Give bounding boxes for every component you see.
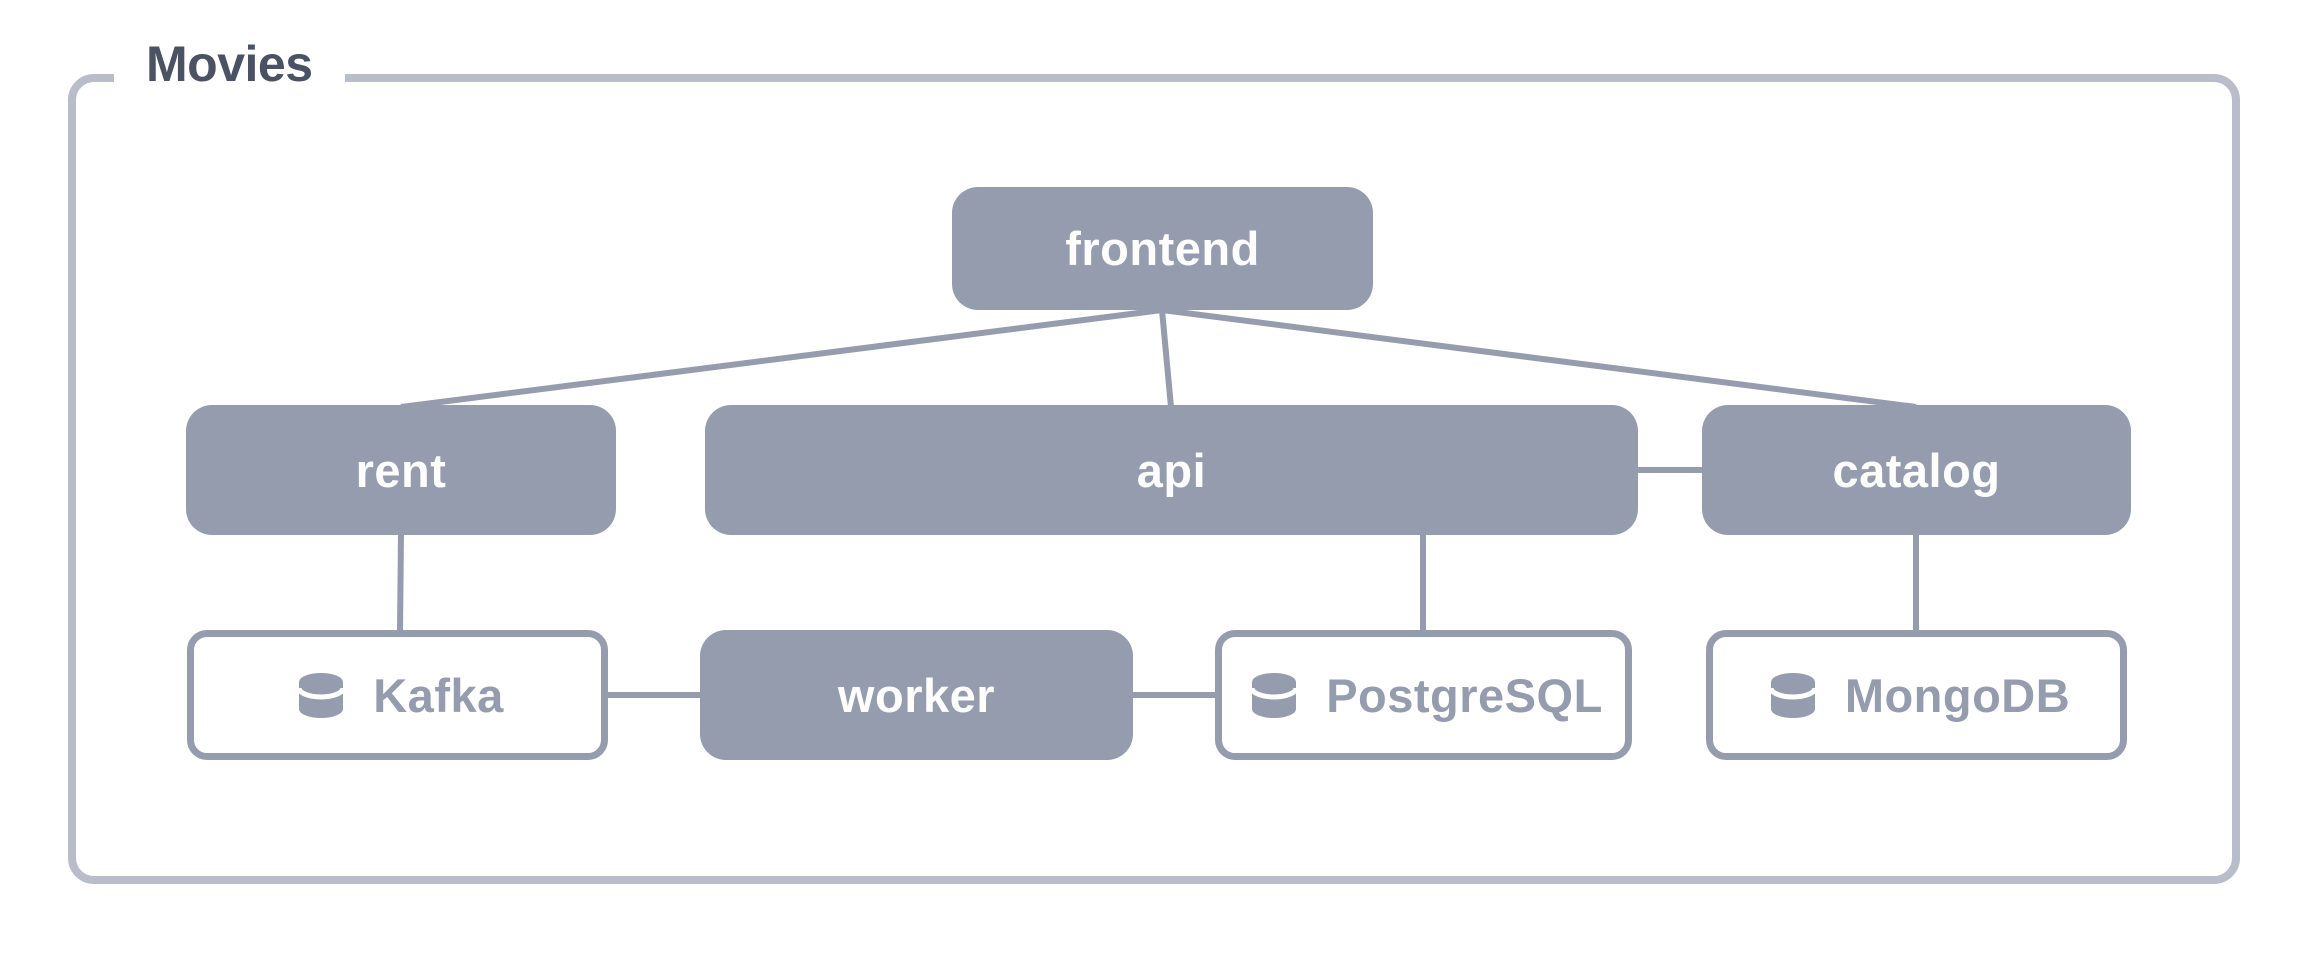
group-movies-border [68, 74, 2240, 884]
node-catalog-label: catalog [1832, 443, 2001, 497]
node-api-label: api [1136, 443, 1207, 497]
node-api[interactable]: api [705, 405, 1638, 535]
edge-frontend-rent [400, 307, 1163, 410]
node-mongodb[interactable]: MongoDB [1706, 630, 2127, 760]
node-postgresql[interactable]: PostgreSQL [1215, 630, 1632, 760]
node-kafka[interactable]: Kafka [187, 630, 608, 760]
node-catalog[interactable]: catalog [1702, 405, 2131, 535]
node-frontend-label: frontend [1065, 222, 1260, 275]
edge-rent-kafka [397, 532, 404, 633]
node-frontend[interactable]: frontend [952, 187, 1373, 310]
database-icon [1763, 667, 1823, 723]
node-mongodb-label: MongoDB [1844, 668, 2071, 722]
edge-frontend-catalog [1161, 307, 1917, 410]
node-rent[interactable]: rent [186, 405, 616, 535]
node-worker-label: worker [837, 668, 996, 722]
node-postgresql-label: PostgreSQL [1326, 668, 1603, 722]
node-kafka-label: Kafka [373, 668, 504, 722]
group-title: Movies [114, 26, 345, 102]
node-rent-label: rent [355, 443, 447, 497]
edge-frontend-api [1159, 309, 1174, 408]
database-icon [1244, 667, 1304, 723]
database-icon [291, 667, 351, 723]
node-worker[interactable]: worker [700, 630, 1133, 760]
